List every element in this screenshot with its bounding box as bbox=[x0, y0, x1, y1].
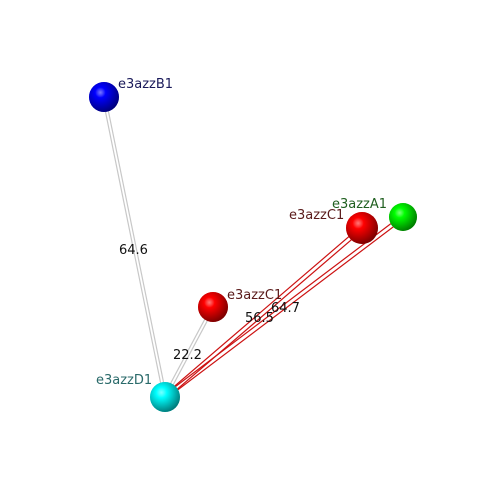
measurement-line-D1-C1a bbox=[165, 229, 364, 399]
atom-shading bbox=[389, 203, 417, 231]
measurement-line-D1-C1a bbox=[163, 226, 362, 396]
atom-label: e3azzB1 bbox=[118, 77, 173, 92]
distance-label: 64.6 bbox=[119, 243, 148, 258]
distance-label: 64.7 bbox=[271, 301, 300, 316]
atom-label: e3azzD1 bbox=[96, 373, 152, 388]
distance-label: 56.5 bbox=[245, 311, 274, 326]
measurement-lines bbox=[101, 96, 405, 400]
atoms bbox=[89, 82, 417, 412]
distance-label: 22.2 bbox=[173, 348, 202, 363]
measurement-line-D1-C1b bbox=[163, 306, 213, 397]
labels: 64.622.256.564.7e3azzB1e3azzC1e3azzA1e3a… bbox=[96, 77, 387, 388]
measurement-line-D1-C1b bbox=[165, 307, 215, 398]
atom-shading bbox=[346, 212, 378, 244]
atom-label: e3azzC1 bbox=[289, 208, 344, 223]
measurement-line-D1-A1 bbox=[163, 214, 403, 396]
atom-shading bbox=[150, 382, 180, 412]
atom-shading bbox=[198, 292, 228, 322]
atom-label: e3azzA1 bbox=[332, 197, 387, 212]
atom-shading bbox=[89, 82, 119, 112]
measurement-line-D1-B1 bbox=[101, 97, 165, 398]
measurement-line-D1-B1 bbox=[104, 96, 168, 397]
atom-label: e3azzC1 bbox=[227, 288, 282, 303]
measurement-line-D1-A1 bbox=[165, 218, 405, 400]
